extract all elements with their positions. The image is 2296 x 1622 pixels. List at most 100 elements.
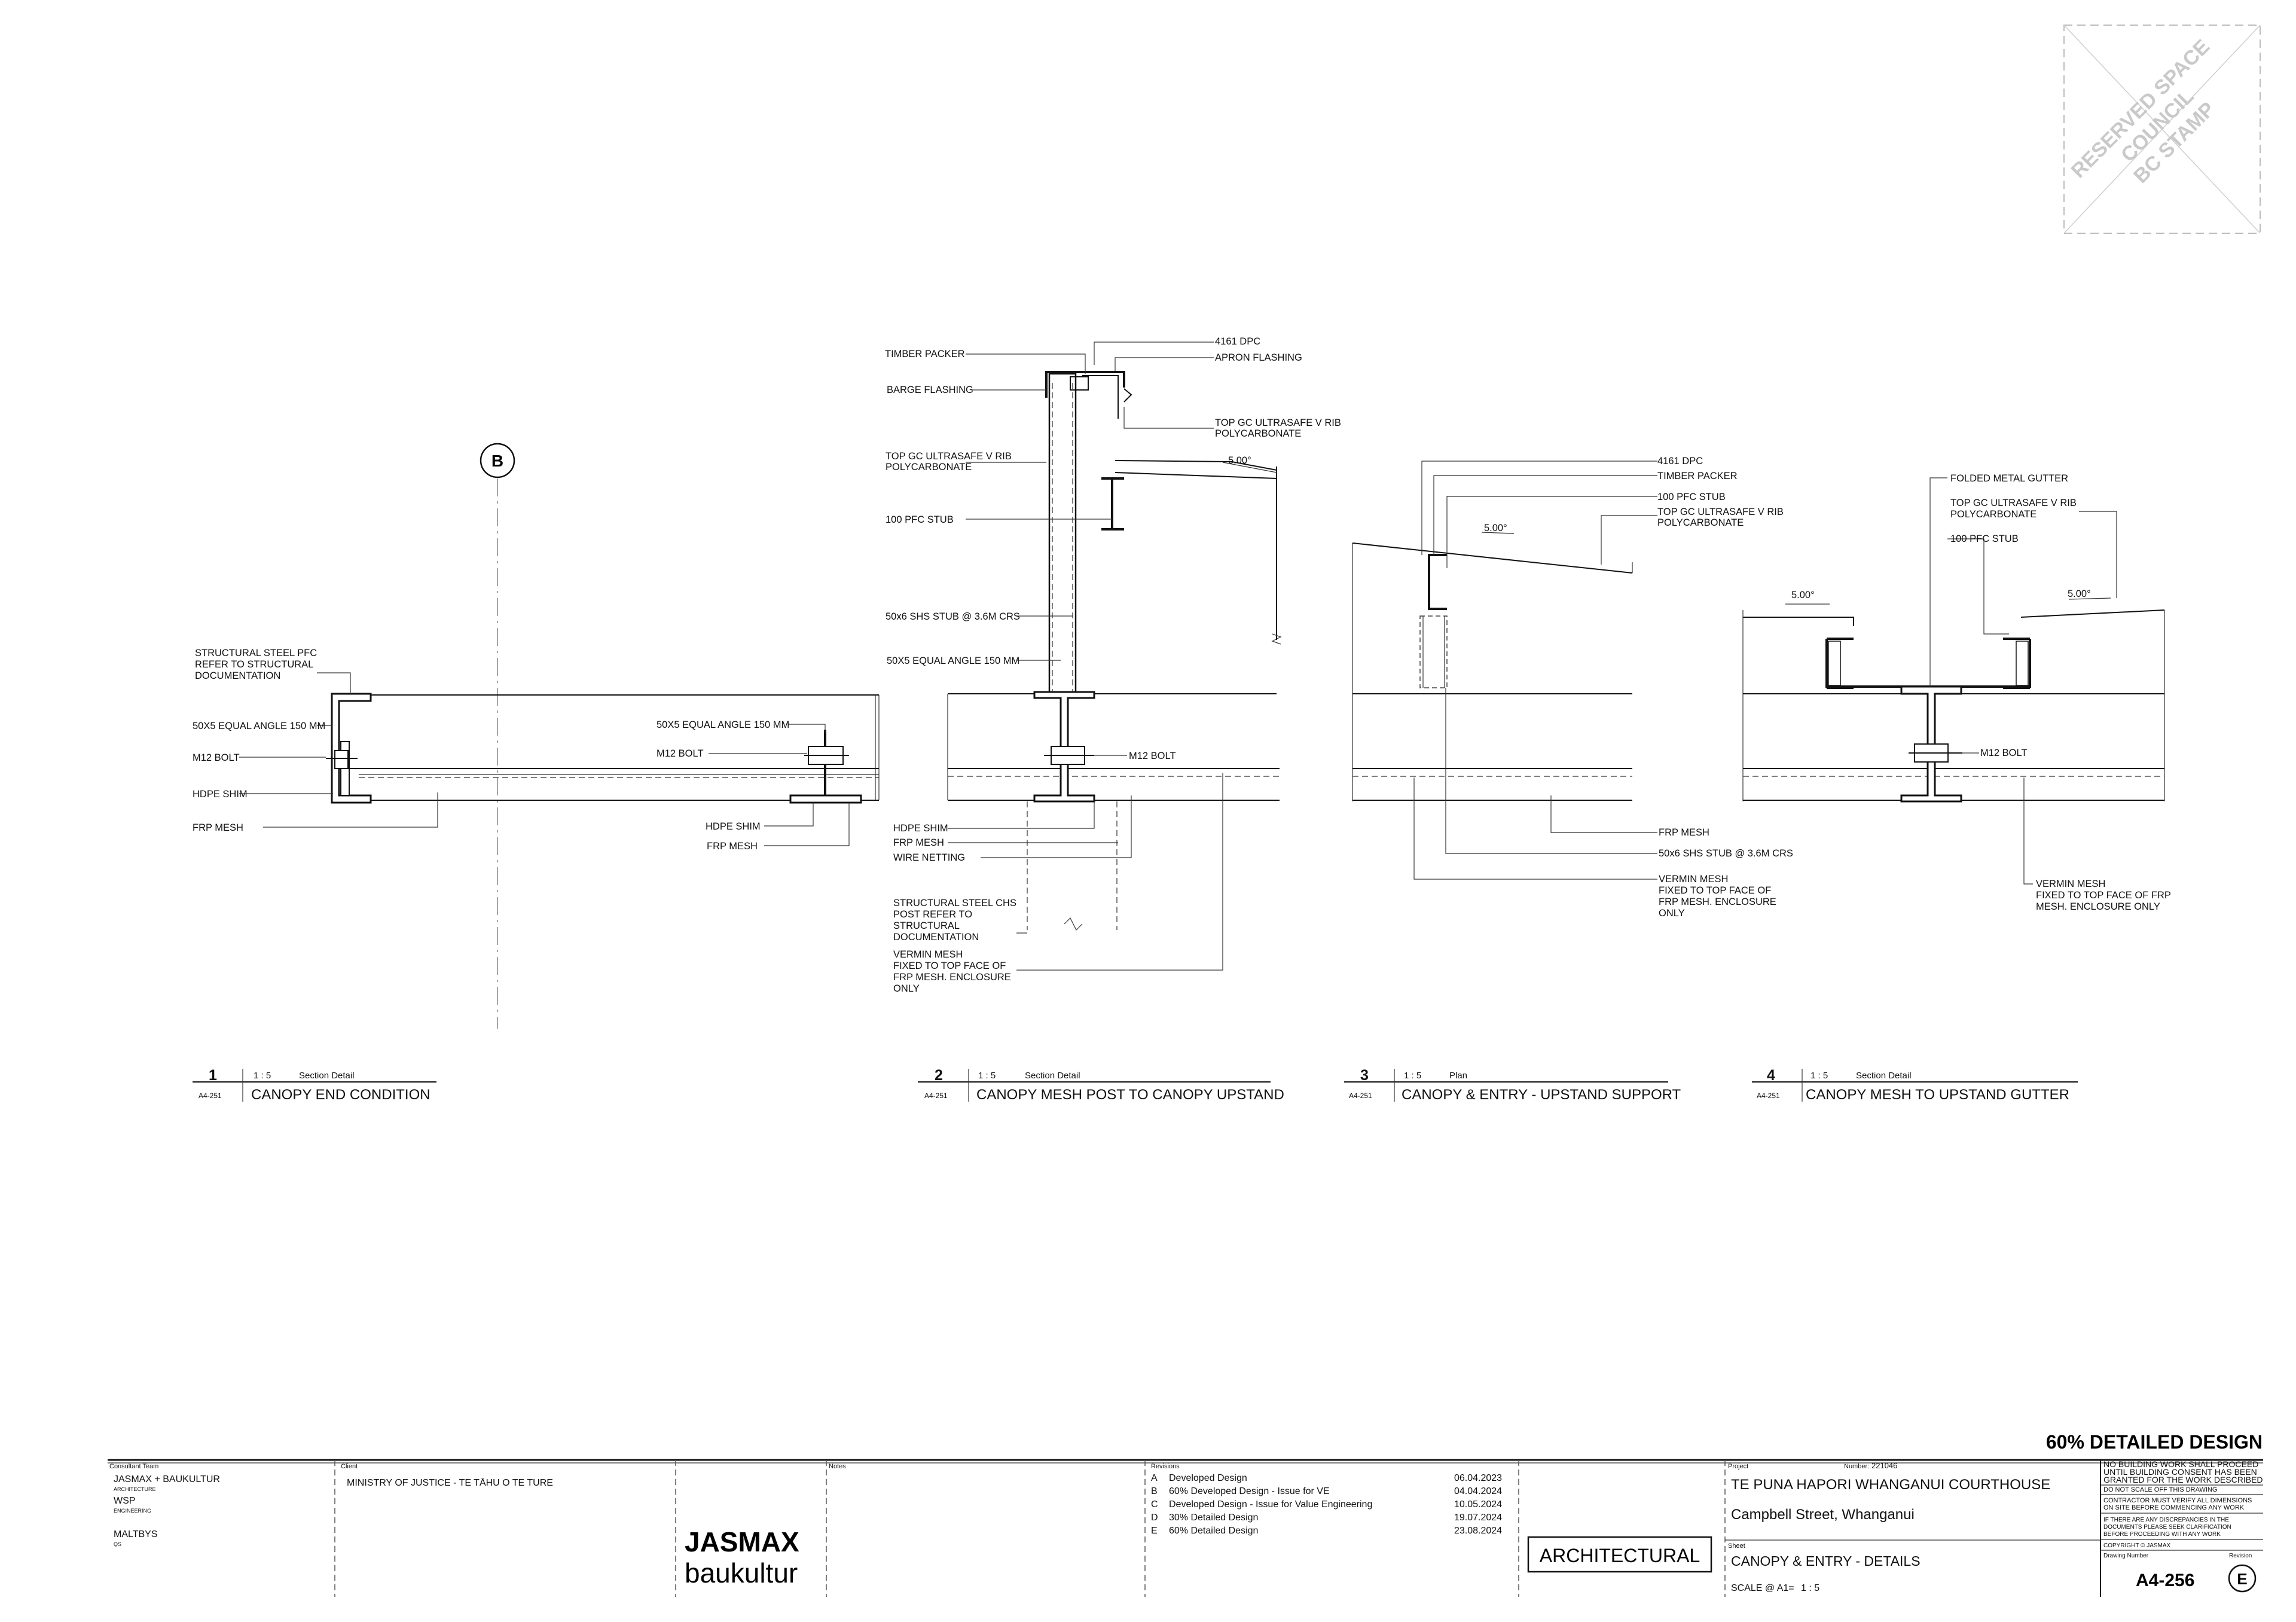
d2-label-vermin-3: FRP MESH. ENCLOSURE — [893, 972, 1011, 983]
grid-bubble-label: B — [491, 452, 503, 470]
d2-label-vermin-4: ONLY — [893, 983, 920, 994]
d2-label-poly-left-1: TOP GC ULTRASAFE V RIB — [886, 451, 1012, 462]
d2-label-chs-1: STRUCTURAL STEEL CHS — [893, 898, 1016, 908]
detail-ref: A4-251 — [199, 1092, 222, 1100]
d2-label-pfc-stub: 100 PFC STUB — [886, 514, 954, 525]
detail-title: CANOPY END CONDITION — [251, 1087, 430, 1103]
consultant-2-role: ENGINEERING — [114, 1508, 151, 1514]
revision-row: B 60% Developed Design - Issue for VE 04… — [1151, 1486, 1502, 1496]
project-address: Campbell Street, Whanganui — [1731, 1507, 1915, 1523]
d4-label-vermin-2: FIXED TO TOP FACE OF FRP — [2036, 890, 2171, 901]
d4-label-poly-1: TOP GC ULTRASAFE V RIB — [1950, 498, 2077, 508]
drawing-number: A4-256 — [2136, 1571, 2194, 1590]
logo-jasmax: JASMAX — [685, 1526, 799, 1557]
d4-label-vermin-3: MESH. ENCLOSURE ONLY — [2036, 901, 2160, 912]
scale-value: 1 : 5 — [1801, 1583, 1819, 1593]
revision-row: C Developed Design - Issue for Value Eng… — [1151, 1499, 1502, 1510]
revision-row: D 30% Detailed Design 19.07.2024 — [1151, 1513, 1502, 1523]
d2-label-vermin-2: FIXED TO TOP FACE OF — [893, 961, 1006, 971]
status-title: 60% DETAILED DESIGN — [2046, 1431, 2263, 1453]
d4-label-vermin-1: VERMIN MESH — [2036, 879, 2105, 889]
consultant-heading: Consultant Team — [109, 1463, 158, 1470]
detail-number: 1 — [209, 1067, 217, 1084]
detail-number: 2 — [935, 1067, 943, 1084]
detail-type: Section Detail — [1025, 1071, 1080, 1081]
disclaimer-line: UNTIL BUILDING CONSENT HAS BEEN — [2103, 1467, 2257, 1477]
detail-scale: 1 : 5 — [1810, 1071, 1828, 1081]
detail-ref: A4-251 — [1757, 1092, 1780, 1100]
detail-title: CANOPY MESH TO UPSTAND GUTTER — [1806, 1087, 2069, 1103]
d3-label-vermin-2: FIXED TO TOP FACE OF — [1659, 885, 1771, 896]
detail-title: CANOPY MESH POST TO CANOPY UPSTAND — [976, 1087, 1284, 1103]
d2-label-shs: 50x6 SHS STUB @ 3.6M CRS — [886, 611, 1020, 622]
d4-label-pfc: 100 PFC STUB — [1950, 533, 2019, 544]
d4-label-bolt: M12 BOLT — [1980, 748, 2028, 758]
disclaimer-line: CONTRACTOR MUST VERIFY ALL DIMENSIONS — [2103, 1497, 2252, 1504]
project-heading: Project — [1728, 1463, 1748, 1470]
detail-number: 3 — [1360, 1067, 1369, 1084]
d2-label-vermin-1: VERMIN MESH — [893, 949, 963, 960]
revision-date: 23.08.2024 — [1454, 1526, 1502, 1536]
grid-line-b: B — [480, 443, 515, 1029]
detail-scale: 1 : 5 — [978, 1071, 996, 1081]
revision-desc: 60% Detailed Design — [1169, 1526, 1258, 1536]
d1-label-angle-right: 50X5 EQUAL ANGLE 150 MM — [657, 719, 789, 730]
revision-desc: 60% Developed Design - Issue for VE — [1169, 1486, 1330, 1496]
revision-row: A Developed Design 06.04.2023 — [1151, 1473, 1502, 1483]
detail-1-canopy-end-condition: STRUCTURAL STEEL PFC REFER TO STRUCTURAL… — [193, 648, 880, 852]
d3-label-frp: FRP MESH — [1659, 827, 1709, 838]
disclaimer-line: BEFORE PROCEEDING WITH ANY WORK — [2103, 1531, 2221, 1538]
d2-label-bolt: M12 BOLT — [1129, 751, 1176, 761]
notes-heading: Notes — [829, 1463, 846, 1470]
revision-id: D — [1151, 1513, 1158, 1523]
d2-label-shim: HDPE SHIM — [893, 823, 948, 834]
d1-label-pfc-3: DOCUMENTATION — [195, 670, 280, 681]
revision-id: C — [1151, 1499, 1158, 1510]
d3-label-poly-2: POLYCARBONATE — [1657, 517, 1744, 528]
d2-label-timber-packer: TIMBER PACKER — [885, 349, 965, 359]
detail-2-canopy-mesh-post: TIMBER PACKER 4161 DPC APRON FLASHING BA… — [885, 336, 1341, 994]
disclaimer-line: NO BUILDING WORK SHALL PROCEED — [2103, 1459, 2258, 1469]
d1-label-shim: HDPE SHIM — [193, 789, 248, 800]
d4-label-slope-right: 5.00° — [2068, 589, 2091, 599]
revision-desc: Developed Design — [1169, 1473, 1247, 1483]
d2-label-wire: WIRE NETTING — [893, 852, 965, 863]
detail-number: 4 — [1767, 1067, 1775, 1084]
drawing-number-heading: Drawing Number — [2103, 1553, 2149, 1559]
detail-title-3: 3 1 : 5 Plan A4-251 CANOPY & ENTRY - UPS… — [1344, 1067, 1681, 1103]
client-name: MINISTRY OF JUSTICE - TE TĀHU O TE TURE — [347, 1477, 553, 1488]
revision-date: 06.04.2023 — [1454, 1473, 1502, 1483]
d4-label-slope-left: 5.00° — [1791, 590, 1815, 600]
d2-label-poly-right-2: POLYCARBONATE — [1215, 428, 1301, 439]
client-heading: Client — [341, 1463, 358, 1470]
consultant-2-name: WSP — [114, 1496, 135, 1506]
d1-label-bolt-right: M12 BOLT — [657, 748, 704, 759]
d2-label-apron: APRON FLASHING — [1215, 352, 1302, 363]
logo-baukultur: baukultur — [685, 1557, 798, 1589]
revision-heading: Revision — [2229, 1553, 2252, 1559]
detail-type: Section Detail — [1856, 1071, 1912, 1081]
d3-label-shs: 50x6 SHS STUB @ 3.6M CRS — [1659, 848, 1793, 859]
d4-label-poly-2: POLYCARBONATE — [1950, 509, 2037, 520]
d1-label-frp-right: FRP MESH — [707, 841, 758, 852]
d2-label-angle: 50X5 EQUAL ANGLE 150 MM — [887, 655, 1019, 666]
detail-4-upstand-gutter: FOLDED METAL GUTTER TOP GC ULTRASAFE V R… — [1742, 473, 2171, 912]
detail-scale: 1 : 5 — [254, 1071, 271, 1081]
revisions-heading: Revisions — [1151, 1463, 1180, 1470]
revision-id: E — [1151, 1526, 1158, 1536]
detail-title-1: 1 1 : 5 Section Detail A4-251 CANOPY END… — [193, 1067, 436, 1103]
revision-date: 04.04.2024 — [1454, 1486, 1502, 1496]
disclaimer-line: DOCUMENTS PLEASE SEEK CLARIFICATION — [2103, 1524, 2231, 1530]
disclaimer-line: ON SITE BEFORE COMMENCING ANY WORK — [2103, 1504, 2245, 1511]
d2-label-poly-right-1: TOP GC ULTRASAFE V RIB — [1215, 417, 1341, 428]
revision-date: 10.05.2024 — [1454, 1499, 1502, 1510]
consultant-1-role: ARCHITECTURE — [114, 1486, 156, 1492]
project-number: 221046 — [1871, 1461, 1897, 1470]
d3-label-poly-1: TOP GC ULTRASAFE V RIB — [1657, 507, 1784, 517]
detail-ref: A4-251 — [1349, 1092, 1372, 1100]
d2-label-chs-4: DOCUMENTATION — [893, 932, 979, 943]
detail-3-upstand-support: 4161 DPC TIMBER PACKER 100 PFC STUB TOP … — [1352, 456, 1793, 919]
detail-title-4: 4 1 : 5 Section Detail A4-251 CANOPY MES… — [1752, 1067, 2078, 1103]
d2-label-chs-3: STRUCTURAL — [893, 920, 960, 931]
consultant-1-name: JASMAX + BAUKULTUR — [114, 1474, 220, 1484]
